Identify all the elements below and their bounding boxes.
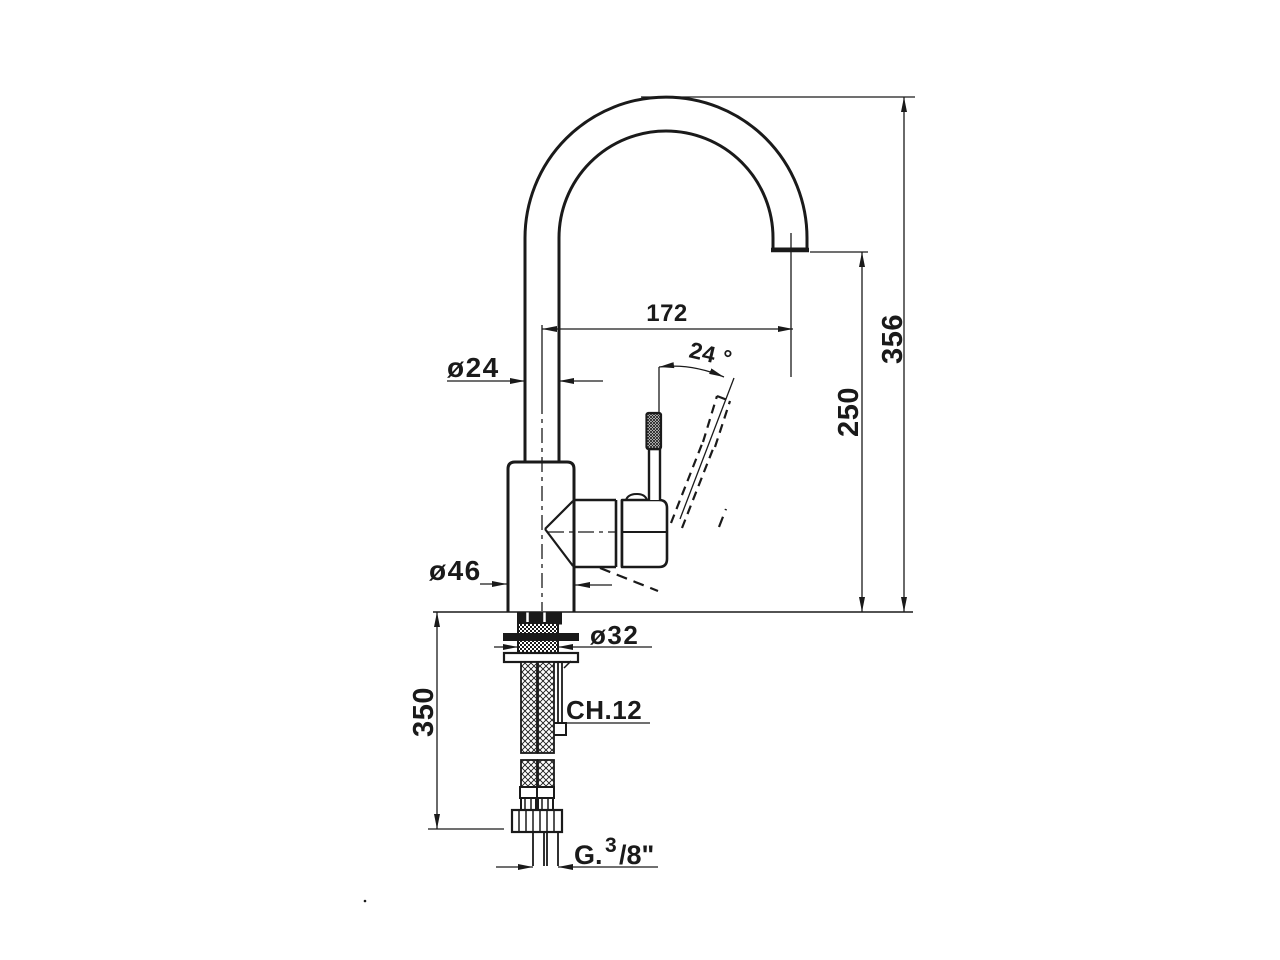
flex-hose-right-lower xyxy=(537,759,555,788)
under-counter-assembly xyxy=(502,612,580,866)
tube-dia-value: ø24 xyxy=(447,352,500,383)
overall-height-value: 356 xyxy=(877,314,909,364)
hose-hex-nuts xyxy=(510,808,564,834)
dimension-outlet-height: 250 xyxy=(810,251,868,612)
outlet-height-value: 250 xyxy=(833,387,865,437)
faucet-outline xyxy=(506,95,809,612)
collar-rib-right xyxy=(537,797,554,811)
dimensions: 356 250 172 ø24 24 ° xyxy=(408,96,915,870)
gooseneck-spout xyxy=(523,95,809,462)
lever-angle-value: 24 ° xyxy=(687,337,735,372)
crimp-collar-left xyxy=(519,786,538,799)
depth-value: 350 xyxy=(408,687,440,737)
mounting-flange xyxy=(502,651,580,664)
thread-numerator: 3 xyxy=(605,834,617,857)
lever-rod xyxy=(647,447,662,500)
flex-hose-right xyxy=(537,661,555,754)
dimension-body-diameter: ø46 xyxy=(429,555,612,588)
dashed-housing-bottom xyxy=(599,566,659,593)
dimension-shank-diameter: ø32 xyxy=(494,620,652,650)
collar-rib-left xyxy=(520,797,537,811)
dashed-housing-edge-fragment xyxy=(717,508,728,528)
housing-dome-cap xyxy=(625,493,648,501)
stud-nut xyxy=(552,722,567,736)
shank-dia-value: ø32 xyxy=(590,620,639,650)
mixer-body xyxy=(506,460,576,612)
angle-arc xyxy=(658,362,725,378)
dashed-lever-grip xyxy=(701,394,732,448)
body-dia-value: ø46 xyxy=(429,555,482,586)
dimension-spout-tube-diameter: ø24 xyxy=(447,352,603,384)
collar-rib-lines xyxy=(524,798,549,810)
stray-mark xyxy=(363,899,367,903)
spout-reach-value: 172 xyxy=(646,300,688,327)
locknut xyxy=(503,633,579,641)
dimension-under-counter-depth: 350 xyxy=(408,612,504,830)
cartridge-housing xyxy=(620,498,669,569)
crimp-collar-right xyxy=(536,786,555,799)
dimension-spout-reach: 172 xyxy=(542,300,793,332)
connection-pipes xyxy=(532,832,559,866)
body-cone-lines xyxy=(544,500,574,567)
lever-knurled-grip xyxy=(645,411,663,451)
wrench-size-value: CH.12 xyxy=(566,695,642,725)
flex-hose-left xyxy=(520,661,538,754)
flex-hose-left-lower xyxy=(520,759,538,788)
angle-slanted-leg xyxy=(679,377,735,520)
thread-denominator: /8" xyxy=(619,840,654,870)
fixing-stud xyxy=(557,662,563,723)
centerlines xyxy=(541,233,792,611)
dimension-overall-height: 356 xyxy=(641,96,915,612)
hex-nut-facets xyxy=(518,810,555,832)
thread-prefix: G. xyxy=(574,840,603,870)
dimension-stud-wrench: CH.12 xyxy=(560,695,650,725)
dimension-lever-angle: 24 ° xyxy=(658,337,735,520)
lever-alt-position-dashed xyxy=(599,394,732,593)
dimension-hose-thread: G. 3 /8" xyxy=(496,834,658,870)
stud-bevel xyxy=(563,660,572,669)
handle-port xyxy=(574,498,624,569)
